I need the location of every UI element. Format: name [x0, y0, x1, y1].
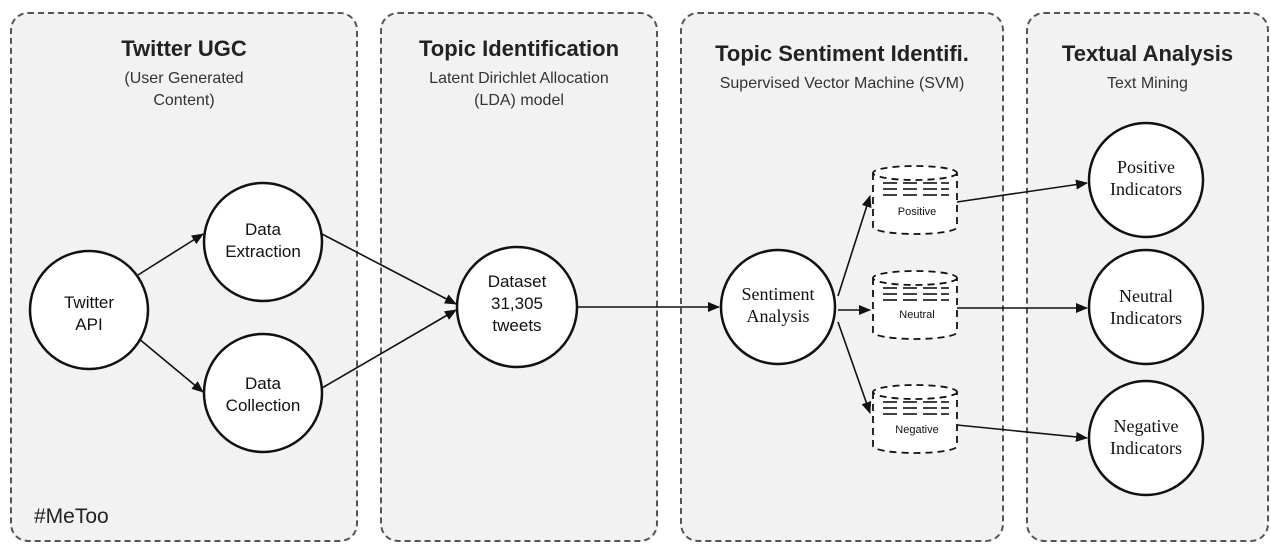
- node-label-line-1: Twitter: [64, 293, 114, 312]
- edge-negative-db-to-indicators: [956, 424, 1088, 442]
- node-label-line-2: Collection: [226, 396, 301, 415]
- node-label-line-2: API: [75, 315, 102, 334]
- hashtag-label: #MeToo: [34, 505, 109, 528]
- node-label-line-2: Indicators: [1110, 179, 1182, 199]
- panel-subtitle-line-1: Latent Dirichlet Allocation: [429, 70, 609, 87]
- edge-extraction-to-dataset: [321, 233, 457, 305]
- edge-positive-db-to-indicators: [956, 179, 1088, 203]
- node-positive-indicators: Positive Indicators: [1087, 121, 1205, 239]
- node-neutral-indicators: Neutral Indicators: [1087, 248, 1205, 366]
- node-label-line-1: Data: [245, 374, 281, 393]
- edge-api-to-extraction: [137, 233, 204, 276]
- edge-sentiment-to-negative-db: [837, 321, 872, 414]
- node-label-line-3: tweets: [492, 316, 541, 335]
- panel-title: Textual Analysis: [1061, 41, 1234, 66]
- database-neutral-icon: Neutral: [872, 270, 958, 340]
- panel-subtitle-line-2: (LDA) model: [474, 92, 564, 109]
- edge-api-to-collection: [137, 337, 204, 393]
- edges: [137, 179, 1088, 442]
- node-label-line-1: Negative: [1114, 416, 1179, 436]
- node-label-line-2: 31,305: [491, 294, 543, 313]
- database-label: Positive: [898, 206, 937, 218]
- panel-subtitle-line-1: (User Generated: [124, 70, 244, 87]
- node-sentiment-analysis: Sentiment Analysis: [719, 248, 837, 366]
- node-label-line-2: Indicators: [1110, 308, 1182, 328]
- panel-subtitle-line-1: Text Mining: [1107, 75, 1188, 92]
- edge-collection-to-dataset: [321, 309, 457, 389]
- edge-sentiment-to-positive-db: [837, 195, 872, 297]
- node-dataset: Dataset 31,305 tweets: [455, 245, 579, 369]
- node-label-line-1: Dataset: [488, 272, 547, 291]
- node-label-line-1: Sentiment: [742, 284, 815, 304]
- panel-title: Topic Identification: [418, 36, 620, 61]
- panel-title: Twitter UGC: [121, 36, 247, 61]
- panel-subtitle-line-2: Content): [153, 92, 215, 109]
- node-negative-indicators: Negative Indicators: [1087, 379, 1205, 497]
- node-data-collection: Data Collection: [202, 332, 324, 454]
- node-label-line-2: Indicators: [1110, 438, 1182, 458]
- panel-subtitle-line-1: Supervised Vector Machine (SVM): [719, 75, 965, 92]
- database-negative-icon: Negative: [872, 384, 958, 454]
- panel-title: Topic Sentiment Identifi.: [715, 41, 969, 66]
- node-label-line-2: Extraction: [225, 242, 301, 261]
- node-label-line-1: Data: [245, 220, 281, 239]
- database-positive-icon: Positive: [872, 165, 958, 235]
- database-label: Negative: [895, 424, 938, 436]
- node-label-line-1: Neutral: [1119, 286, 1173, 306]
- node-label-line-2: Analysis: [747, 306, 810, 326]
- node-label-line-1: Positive: [1117, 157, 1175, 177]
- node-twitter-api: Twitter API: [28, 249, 150, 371]
- node-data-extraction: Data Extraction: [202, 181, 324, 303]
- database-label: Neutral: [899, 309, 934, 321]
